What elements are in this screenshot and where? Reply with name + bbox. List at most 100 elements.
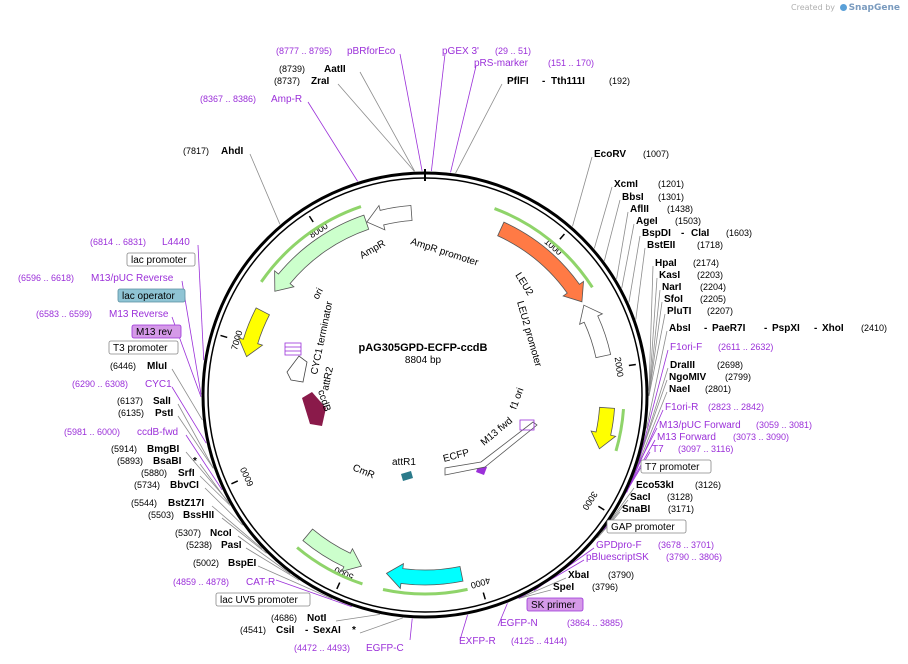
feature-arrow-f1-ori[interactable] [590, 406, 617, 450]
feature-arrow-leu2-promoter[interactable] [579, 304, 612, 359]
site-draiii[interactable]: DraIII [670, 360, 695, 371]
site-pasi[interactable]: PasI [221, 540, 242, 551]
primer-egfp-n[interactable]: EGFP-N [500, 618, 538, 629]
site-spei[interactable]: SpeI [553, 582, 574, 593]
site-ecorv[interactable]: EcoRV [594, 149, 626, 160]
site-paer7i[interactable]: PaeR7I [712, 323, 746, 334]
primer-amp-r[interactable]: Amp-R [271, 94, 302, 105]
site-hpai[interactable]: HpaI [655, 258, 677, 269]
primer-f1ori-r[interactable]: F1ori-R [665, 402, 698, 413]
site-absi[interactable]: AbsI [669, 323, 691, 334]
primer-range: (3059 .. 3081) [756, 420, 812, 430]
primer-cyc1[interactable]: CYC1 [145, 379, 172, 390]
box-lac-uv5-promoter[interactable]: lac UV5 promoter [215, 592, 311, 607]
primer-exfp-r[interactable]: EXFP-R [459, 636, 496, 647]
site-pos: (5880) [141, 468, 167, 478]
site-bsshii[interactable]: BssHII [183, 510, 214, 521]
site-mlui[interactable]: MluI [147, 361, 167, 372]
site-bspdi[interactable]: BspDI [642, 228, 671, 239]
box-t7-promoter[interactable]: T7 promoter [640, 459, 712, 474]
site-noti[interactable]: NotI [307, 613, 327, 624]
box-label: lac operator [122, 291, 175, 302]
feature-arrow-ampr-promoter[interactable] [366, 204, 413, 231]
leader-line [648, 301, 663, 396]
primer-range: (4125 .. 4144) [511, 636, 567, 646]
site-pluti[interactable]: PluTI [667, 306, 692, 317]
site-pspxi[interactable]: PspXI [772, 323, 800, 334]
feature-arrow-cmr[interactable] [302, 528, 363, 572]
site-kasi[interactable]: KasI [659, 270, 680, 281]
site-bsteii[interactable]: BstEII [647, 240, 676, 251]
site-clai[interactable]: ClaI [691, 228, 710, 239]
box-t3-promoter[interactable]: T3 promoter [108, 340, 179, 355]
site-agei[interactable]: AgeI [636, 216, 658, 227]
box-lac-promoter[interactable]: lac promoter [126, 252, 196, 267]
box-lac-operator[interactable]: lac operator [117, 288, 186, 303]
primer-range: (6290 .. 6308) [72, 379, 128, 389]
primer-t7[interactable]: T7 [652, 444, 664, 455]
site-xcmi[interactable]: XcmI [614, 179, 638, 190]
primer-m13-puc-forward[interactable]: M13/pUC Forward [659, 420, 741, 431]
site-bbsi[interactable]: BbsI [622, 192, 644, 203]
site-sexai-star: * [352, 625, 356, 636]
primer-gpdpro-f[interactable]: GPDpro-F [596, 540, 642, 551]
site-sali[interactable]: SalI [153, 396, 171, 407]
site-psti[interactable]: PstI [155, 408, 174, 419]
site-pos: (192) [609, 76, 630, 86]
site-ngomiv[interactable]: NgoMIV [669, 372, 707, 383]
site-bspei[interactable]: BspEI [228, 558, 257, 569]
site-pos: (4686) [271, 613, 297, 623]
site-aflii[interactable]: AflII [630, 204, 649, 215]
primer-l4440[interactable]: L4440 [162, 237, 190, 248]
feature-arrow-leu2[interactable] [497, 221, 584, 303]
feature-arrow-ecfp[interactable] [385, 562, 464, 590]
site-ncoi[interactable]: NcoI [210, 528, 232, 539]
primer-pbrforeco[interactable]: pBRforEco [347, 46, 396, 57]
primer-m13-forward[interactable]: M13 Forward [657, 432, 716, 443]
site-naei[interactable]: NaeI [669, 384, 690, 395]
site-bsabi[interactable]: BsaBI [153, 456, 182, 467]
primer-range: (4859 .. 4878) [173, 577, 229, 587]
site-aatii[interactable]: AatII [324, 64, 346, 75]
primer-egfp-c[interactable]: EGFP-C [366, 643, 404, 654]
site-ahdi[interactable]: AhdI [221, 146, 243, 157]
site-sexai[interactable]: SexAI [313, 625, 341, 636]
leader-line [257, 565, 333, 600]
leader-line [185, 434, 223, 491]
site-eco53ki[interactable]: Eco53kI [636, 480, 674, 491]
primer-f1ori-f[interactable]: F1ori-F [670, 342, 702, 353]
primer-m13-puc-reverse[interactable]: M13/pUC Reverse [91, 273, 174, 284]
site-snabi[interactable]: SnaBI [622, 504, 651, 515]
site-pos: (1503) [675, 216, 701, 226]
site-xbai[interactable]: XbaI [568, 570, 589, 581]
primer-pbluescriptsk[interactable]: pBluescriptSK [586, 552, 649, 563]
primer-ccdb-fwd[interactable]: ccdB-fwd [137, 427, 178, 438]
site-srfi[interactable]: SrfI [178, 468, 195, 479]
site-saci[interactable]: SacI [630, 492, 651, 503]
primer-pgex3[interactable]: pGEX 3' [442, 46, 479, 57]
site-pflfi[interactable]: PflFI [507, 76, 529, 87]
primer-range: (2823 .. 2842) [708, 402, 764, 412]
site-csii[interactable]: CsiI [276, 625, 295, 636]
primer-prs-marker[interactable]: pRS-marker [474, 58, 529, 69]
box-m13-rev[interactable]: M13 rev [131, 324, 182, 339]
site-sfoi[interactable]: SfoI [664, 294, 683, 305]
site-zrai[interactable]: ZraI [311, 76, 330, 87]
site-bbvci[interactable]: BbvCI [170, 480, 199, 491]
feature-arrow-ori[interactable] [237, 307, 270, 358]
box-label: GAP promoter [611, 522, 675, 533]
leader-line [359, 617, 403, 634]
site-nari[interactable]: NarI [662, 282, 682, 293]
site-pos: (5503) [148, 510, 174, 520]
leader-line [455, 83, 503, 174]
feature-arrow-ampr[interactable] [274, 214, 370, 292]
primer-m13-reverse[interactable]: M13 Reverse [109, 309, 169, 320]
site-xhoi[interactable]: XhoI [822, 323, 844, 334]
orf-arc [260, 205, 362, 283]
primer-cat-r[interactable]: CAT-R [246, 577, 275, 588]
box-sk-primer[interactable]: SK primer [526, 597, 584, 612]
site-bmgbi[interactable]: BmgBI [147, 444, 179, 455]
box-gap-promoter[interactable]: GAP promoter [606, 519, 687, 534]
site-bstz17i[interactable]: BstZ17I [168, 498, 204, 509]
site-tth111i[interactable]: Tth111I [551, 76, 585, 87]
